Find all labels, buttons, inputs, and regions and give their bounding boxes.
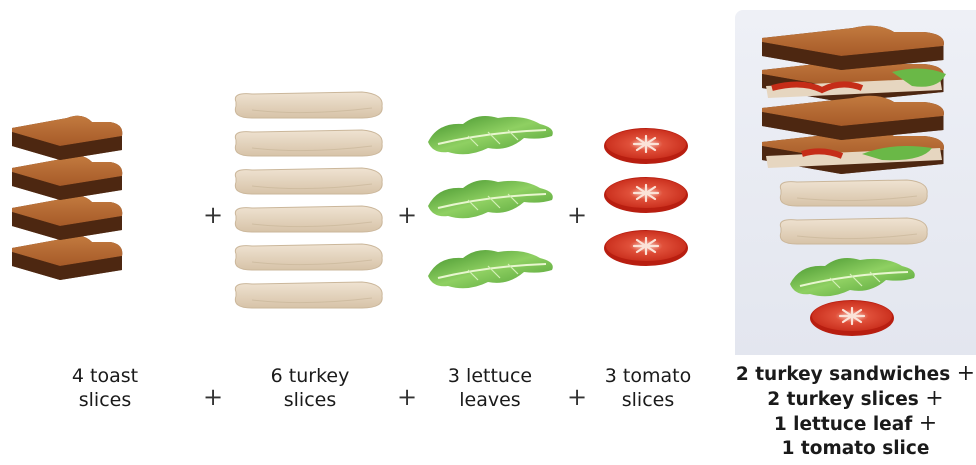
tomato-slice bbox=[604, 177, 688, 213]
tomato-slice bbox=[604, 128, 688, 164]
leftover-lettuce-leaf bbox=[790, 258, 915, 296]
lettuce-leaf bbox=[428, 180, 553, 218]
turkey-label-unit: slices bbox=[240, 388, 380, 412]
plus-sign: + bbox=[397, 203, 417, 227]
tomato-label: 3 tomato slices bbox=[588, 364, 708, 412]
lettuce-label-unit: leaves bbox=[425, 388, 555, 412]
leftover-turkey-slice bbox=[780, 218, 927, 244]
tomato-slice bbox=[604, 230, 688, 266]
result-line-1: 2 turkey sandwiches + bbox=[735, 362, 976, 387]
lettuce-stack bbox=[428, 116, 553, 288]
toast-label-unit: slices bbox=[45, 388, 165, 412]
result-text: 2 turkey sandwiches + 2 turkey slices + … bbox=[735, 362, 976, 461]
turkey-slice bbox=[235, 92, 382, 118]
lettuce-leaf bbox=[428, 116, 553, 154]
result-line-2: 2 turkey slices + bbox=[735, 387, 976, 412]
tomato-label-unit: slices bbox=[588, 388, 708, 412]
leftover-turkey-slice bbox=[780, 180, 927, 206]
result-sandwiches bbox=[762, 26, 946, 336]
sandwich bbox=[762, 96, 944, 174]
plus-sign: + bbox=[567, 385, 587, 409]
toast-label-count: 4 toast bbox=[45, 364, 165, 388]
turkey-slice bbox=[235, 244, 382, 270]
lettuce-label: 3 lettuce leaves bbox=[425, 364, 555, 412]
turkey-slice bbox=[235, 168, 382, 194]
result-line-3: 1 lettuce leaf + bbox=[735, 412, 976, 437]
turkey-slice bbox=[235, 130, 382, 156]
turkey-stack bbox=[235, 92, 382, 308]
sandwich bbox=[762, 26, 946, 102]
lettuce-label-count: 3 lettuce bbox=[425, 364, 555, 388]
plus-sign: + bbox=[567, 203, 587, 227]
turkey-slice bbox=[235, 282, 382, 308]
turkey-slice bbox=[235, 206, 382, 232]
turkey-label: 6 turkey slices bbox=[240, 364, 380, 412]
turkey-label-count: 6 turkey bbox=[240, 364, 380, 388]
plus-sign: + bbox=[397, 385, 417, 409]
toast-slice bbox=[12, 236, 122, 280]
toast-slice bbox=[12, 156, 122, 200]
toast-stack bbox=[12, 116, 122, 280]
toast-label: 4 toast slices bbox=[45, 364, 165, 412]
result-line-4: 1 tomato slice bbox=[735, 437, 976, 461]
tomato-label-count: 3 tomato bbox=[588, 364, 708, 388]
tomato-stack bbox=[604, 128, 688, 266]
toast-slice bbox=[12, 116, 122, 160]
leftover-tomato-slice bbox=[810, 300, 894, 336]
toast-slice bbox=[12, 196, 122, 240]
plus-sign: + bbox=[203, 203, 223, 227]
plus-sign: + bbox=[203, 385, 223, 409]
lettuce-leaf bbox=[428, 250, 553, 288]
